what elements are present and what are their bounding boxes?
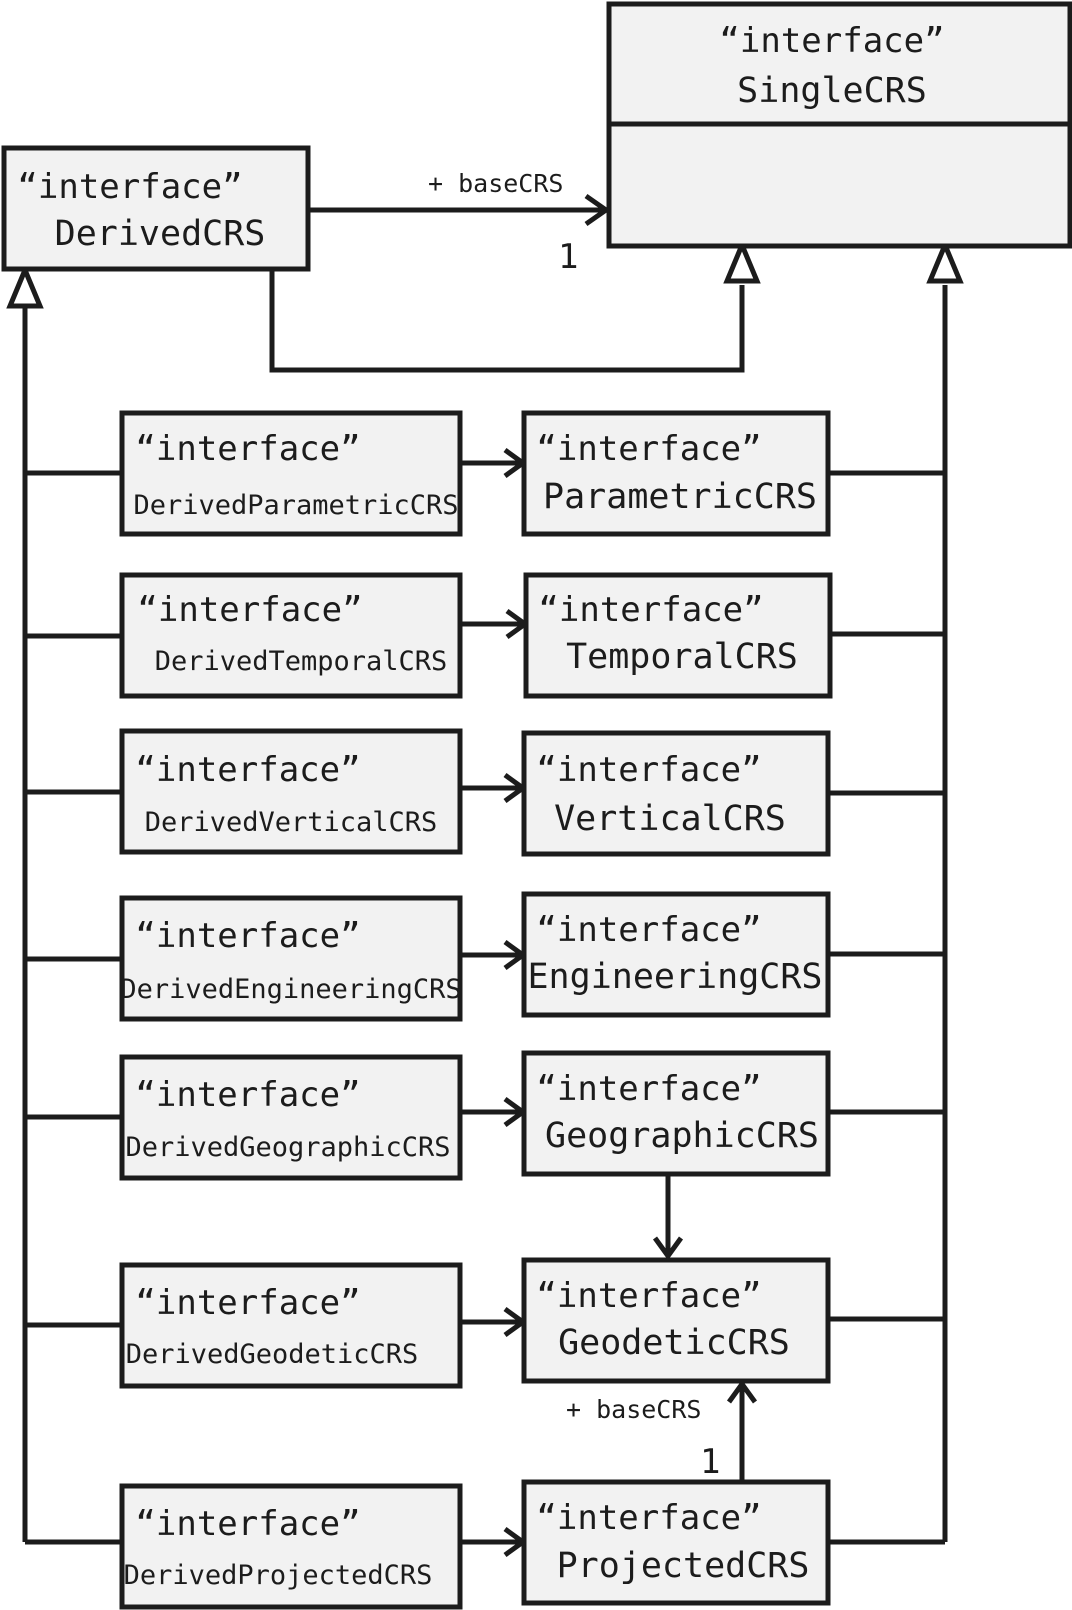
class-derived-geographic-crs: “interface” DerivedGeographicCRS — [119, 1054, 463, 1181]
projected-basecrs-role: + baseCRS — [566, 1395, 701, 1424]
derived-temporal-crs-name: DerivedTemporalCRS — [155, 646, 448, 677]
class-derived-crs: “interface” DerivedCRS — [1, 145, 311, 272]
derived-geographic-crs-stereotype: “interface” — [135, 1075, 360, 1115]
geodetic-crs-stereotype: “interface” — [536, 1276, 761, 1316]
projected-crs-stereotype: “interface” — [536, 1498, 761, 1538]
connectors — [22, 193, 948, 1558]
derived-engineering-crs-name: DerivedEngineeringCRS — [120, 974, 461, 1005]
projected-crs-name: ProjectedCRS — [557, 1546, 810, 1586]
vertical-crs-stereotype: “interface” — [536, 750, 761, 790]
class-temporal-crs: “interface” TemporalCRS — [523, 572, 833, 699]
class-derived-parametric-crs: “interface” DerivedParametricCRS — [119, 410, 463, 537]
derived-basecrs-arrowhead — [584, 193, 611, 227]
engineering-crs-stereotype: “interface” — [536, 910, 761, 950]
projected-basecrs-arrowhead — [726, 1379, 758, 1404]
class-derived-vertical-crs: “interface” DerivedVerticalCRS — [119, 728, 463, 855]
class-parametric-crs: “interface” ParametricCRS — [521, 410, 831, 537]
derived-crs-generalization-triangle — [6, 263, 44, 309]
derived-temporal-crs-stereotype: “interface” — [137, 590, 362, 630]
derived-projected-crs-name: DerivedProjectedCRS — [124, 1560, 433, 1591]
parametric-crs-name: ParametricCRS — [543, 477, 817, 517]
class-geodetic-crs: “interface” GeodeticCRS — [521, 1257, 831, 1384]
derived-geodetic-crs-stereotype: “interface” — [135, 1283, 360, 1323]
derived-crs-name: DerivedCRS — [55, 214, 266, 254]
derived-basecrs-role: + baseCRS — [428, 169, 563, 198]
class-derived-temporal-crs: “interface” DerivedTemporalCRS — [119, 572, 463, 699]
temporal-crs-name: TemporalCRS — [566, 637, 798, 677]
derived-vertical-crs-name: DerivedVerticalCRS — [145, 807, 438, 838]
derived-geographic-crs-name: DerivedGeographicCRS — [125, 1132, 450, 1163]
single-crs-stereotype: “interface” — [719, 21, 944, 61]
projected-basecrs-multiplicity: 1 — [700, 1442, 720, 1482]
parametric-crs-stereotype: “interface” — [536, 429, 761, 469]
derived-projected-crs-stereotype: “interface” — [135, 1504, 360, 1544]
derived-vertical-crs-stereotype: “interface” — [135, 750, 360, 790]
derived-to-single-generalization — [269, 270, 745, 373]
derived-engineering-crs-stereotype: “interface” — [135, 916, 360, 956]
single-crs-generalization-triangle-right — [926, 238, 964, 284]
temporal-crs-stereotype: “interface” — [538, 590, 763, 630]
class-vertical-crs: “interface” VerticalCRS — [521, 730, 831, 857]
geodetic-crs-name: GeodeticCRS — [558, 1323, 790, 1363]
derived-basecrs-multiplicity: 1 — [558, 237, 578, 277]
class-derived-engineering-crs: “interface” DerivedEngineeringCRS — [119, 895, 463, 1022]
derived-crs-stereotype: “interface” — [17, 167, 242, 207]
class-derived-projected-crs: “interface” DerivedProjectedCRS — [119, 1483, 463, 1610]
geographic-crs-name: GeographicCRS — [545, 1116, 819, 1156]
geographic-to-geodetic-arrowhead — [652, 1236, 684, 1261]
geographic-crs-stereotype: “interface” — [536, 1069, 761, 1109]
vertical-crs-name: VerticalCRS — [554, 799, 786, 839]
class-geographic-crs: “interface” GeographicCRS — [521, 1050, 831, 1177]
derived-parametric-crs-stereotype: “interface” — [135, 429, 360, 469]
class-single-crs: “interface” SingleCRS — [606, 1, 1072, 249]
class-engineering-crs: “interface” EngineeringCRS — [521, 891, 831, 1018]
class-derived-geodetic-crs: “interface” DerivedGeodeticCRS — [119, 1262, 463, 1389]
single-crs-generalization-triangle-left — [723, 238, 761, 284]
derived-geodetic-crs-name: DerivedGeodeticCRS — [126, 1339, 419, 1370]
derived-parametric-crs-name: DerivedParametricCRS — [133, 490, 458, 521]
class-projected-crs: “interface” ProjectedCRS — [521, 1479, 831, 1606]
engineering-crs-name: EngineeringCRS — [527, 957, 822, 997]
single-crs-name: SingleCRS — [737, 71, 927, 111]
